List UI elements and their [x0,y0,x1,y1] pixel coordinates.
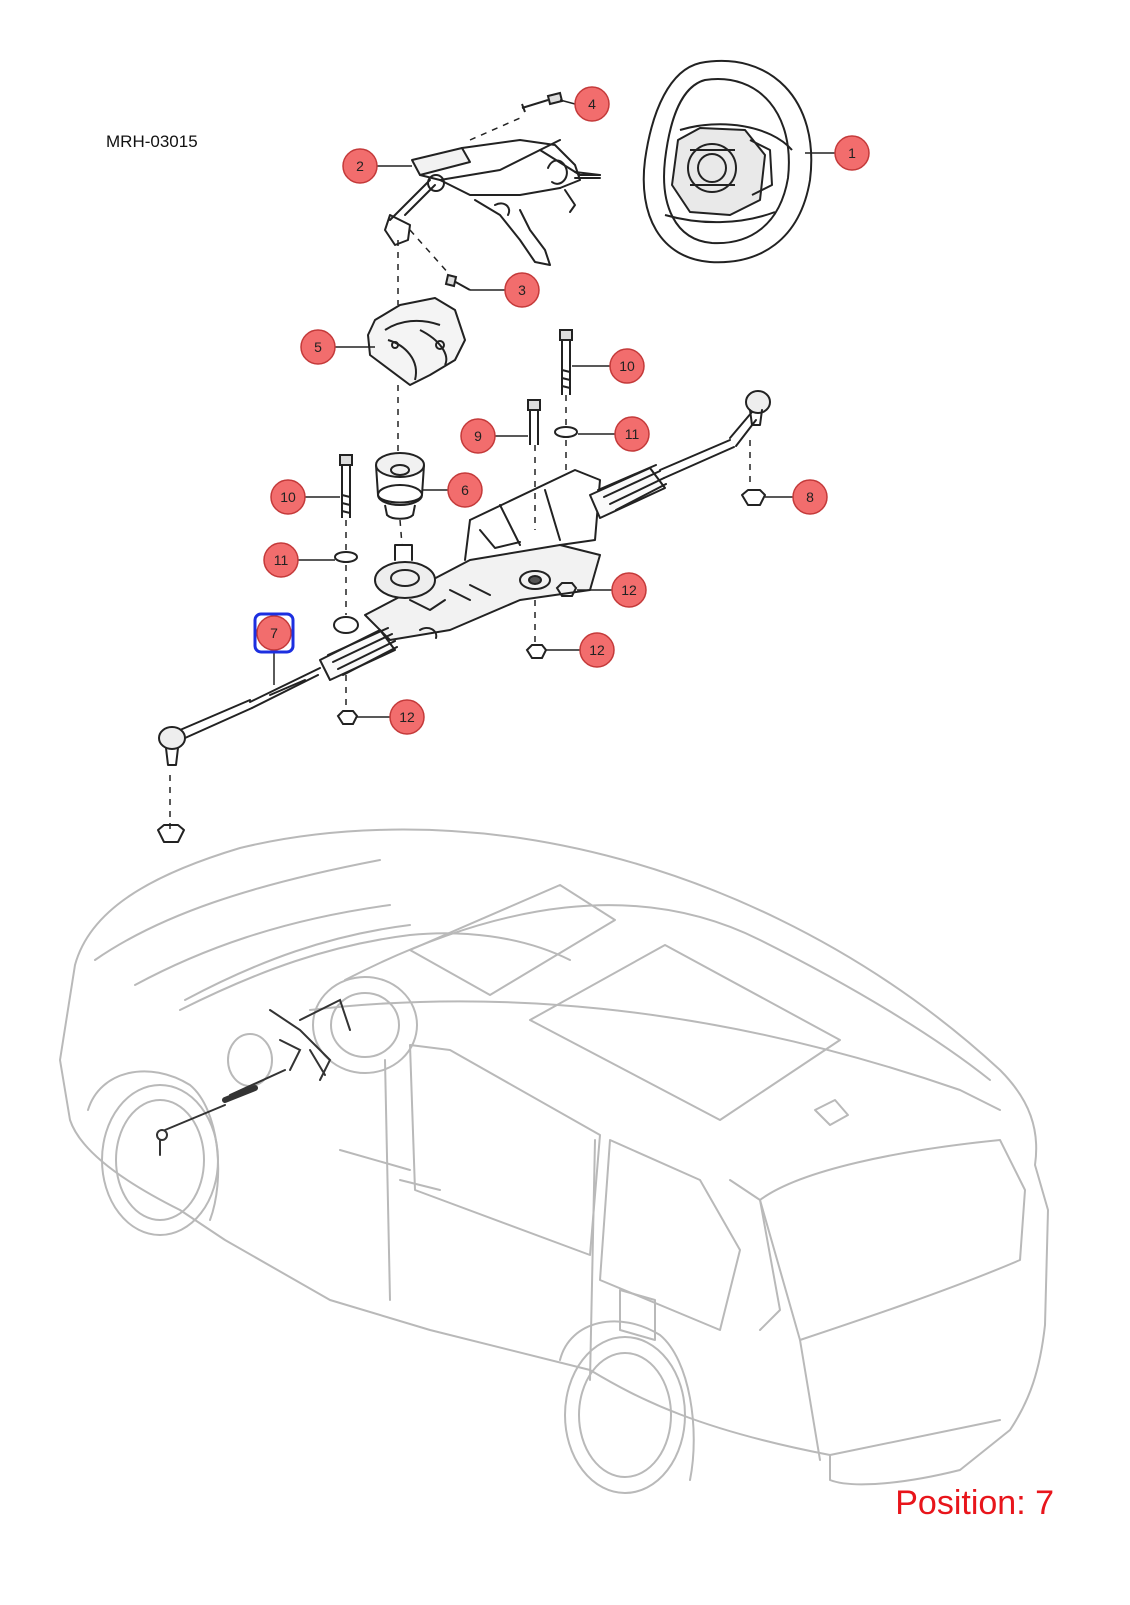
callout-12-lower[interactable]: 12 [389,699,425,735]
callout-11-right-label: 11 [625,426,640,442]
callout-6-label: 6 [461,482,469,498]
callout-3[interactable]: 3 [504,272,540,308]
callout-10-right[interactable]: 10 [609,348,645,384]
steering-wheel[interactable] [642,60,813,264]
callout-1[interactable]: 1 [834,135,870,171]
callout-12-middle-label: 12 [589,642,605,658]
callout-9-label: 9 [474,428,482,444]
column-seal[interactable] [375,452,425,520]
callout-12-upper[interactable]: 12 [611,572,647,608]
callout-8-label: 8 [806,489,814,505]
callout-6[interactable]: 6 [447,472,483,508]
callout-leaders [273,99,835,718]
bolt-part-4[interactable] [521,91,564,113]
steering-gear-rack[interactable] [157,390,771,843]
callout-5-label: 5 [314,339,322,355]
callout-12-upper-label: 12 [621,582,637,598]
dash-boot-cover[interactable] [367,297,466,386]
callout-5[interactable]: 5 [300,329,336,365]
callout-12-middle[interactable]: 12 [579,632,615,668]
callout-1-label: 1 [848,145,856,161]
steering-column[interactable] [384,139,601,266]
callout-7[interactable]: 7 [253,612,295,654]
callout-10-right-label: 10 [619,358,635,374]
callout-11-right[interactable]: 11 [614,416,650,452]
position-indicator: Position: 7 [895,1484,1054,1522]
callout-10-left-label: 10 [280,489,296,505]
callout-10-left[interactable]: 10 [270,479,306,515]
callout-4[interactable]: 4 [574,86,610,122]
bolt-part-3[interactable] [444,273,471,291]
callout-8[interactable]: 8 [792,479,828,515]
vehicle-rack-location [156,998,351,1156]
callout-4-label: 4 [588,96,596,112]
rack-fasteners[interactable] [334,329,578,725]
callout-2-label: 2 [356,158,364,174]
callout-9[interactable]: 9 [460,418,496,454]
vehicle-outline [59,828,1049,1494]
selection-highlight [253,612,295,654]
callout-2[interactable]: 2 [342,148,378,184]
diagram-code: MRH-03015 [106,132,198,151]
callout-11-left-label: 11 [274,552,289,568]
callout-11-left[interactable]: 11 [263,542,299,578]
callout-12-lower-label: 12 [399,709,415,725]
callout-3-label: 3 [518,282,526,298]
callout-7-label: 7 [270,625,278,641]
